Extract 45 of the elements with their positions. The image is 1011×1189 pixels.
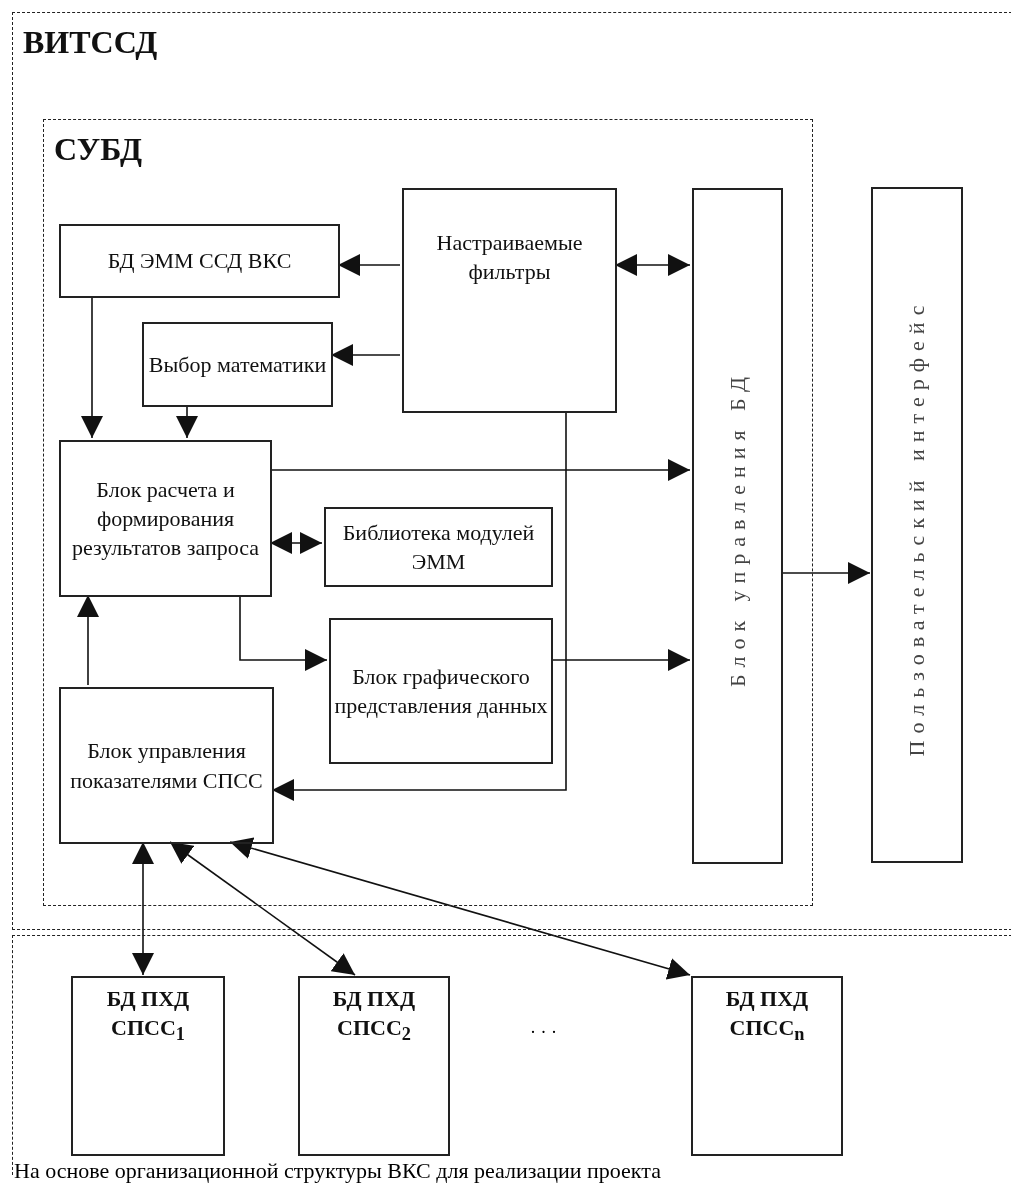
block-label: Настраиваемые фильтры	[435, 229, 584, 287]
arrow	[330, 344, 401, 366]
process-box	[329, 618, 553, 764]
arrow	[614, 254, 691, 276]
arrow	[271, 410, 567, 801]
process-box	[402, 188, 617, 413]
process-box	[59, 687, 274, 844]
vertical-block	[871, 187, 963, 863]
arrow	[550, 649, 691, 671]
vertical-block	[692, 188, 783, 864]
group-title: ВИТССД	[23, 23, 158, 62]
arrow	[77, 594, 99, 686]
process-box	[142, 322, 333, 407]
process-box	[59, 440, 272, 597]
block-label: Блок управления БД	[723, 369, 751, 687]
ellipsis-label: · · ·	[530, 1022, 557, 1043]
process-box	[691, 976, 843, 1156]
arrow	[239, 594, 328, 671]
block-label: БД ЭММ ССД ВКС	[107, 247, 292, 276]
group-title: СУБД	[54, 130, 143, 169]
block-label: Блок управления показателями СПСС	[69, 737, 264, 795]
group-frame	[43, 119, 813, 906]
arrow	[337, 254, 401, 276]
group-frame	[12, 12, 1011, 930]
arrow	[269, 532, 323, 554]
block-label: Блок графического представления данных	[333, 662, 549, 720]
block-label: Библиотека модулей ЭММ	[341, 518, 536, 576]
process-box	[298, 976, 450, 1156]
block-label: БД ПХД СПСС$_{1}$	[105, 985, 191, 1047]
process-box	[71, 976, 225, 1156]
process-box	[324, 507, 553, 587]
arrow	[169, 841, 356, 976]
arrow	[269, 459, 691, 481]
caption: На основе организационной структуры ВКС для реализации проекта	[14, 1158, 661, 1184]
block-label: БД ПХД СПСС$_{2}$	[331, 985, 417, 1047]
block-label: БД ПХД СПСС$_{n}$	[724, 985, 810, 1047]
arrow	[132, 841, 154, 976]
block-label: Блок расчета и формирования результатов запроса	[70, 475, 260, 562]
arrow	[81, 295, 103, 439]
arrow	[229, 837, 691, 980]
arrow	[176, 404, 198, 439]
process-box	[59, 224, 340, 298]
block-label: Пользовательский интерфейс	[903, 298, 931, 756]
block-label: Выбор математики	[148, 351, 327, 379]
arrow	[780, 562, 871, 584]
